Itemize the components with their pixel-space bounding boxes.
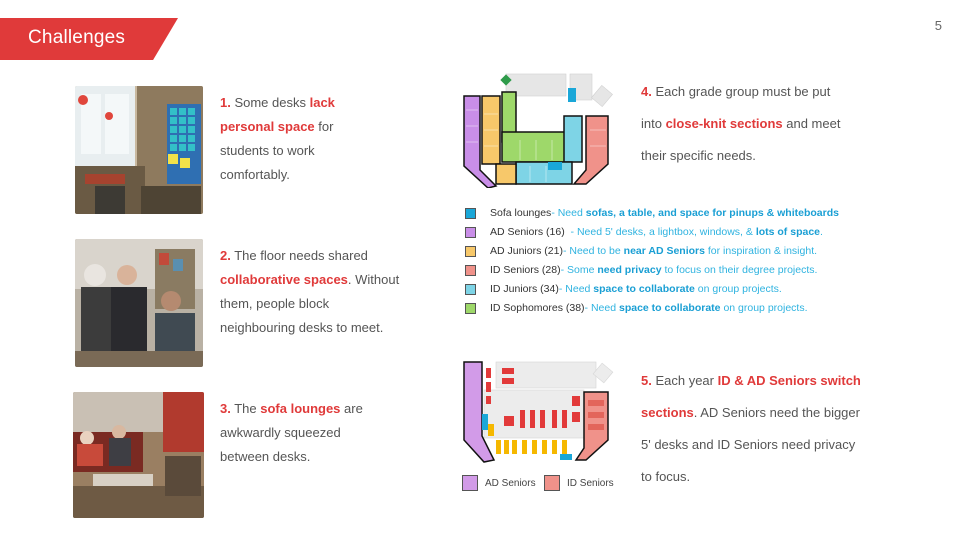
seniors-legend-ad: AD Seniors bbox=[462, 475, 536, 491]
legend-swatch bbox=[465, 208, 476, 219]
page-title: Challenges bbox=[28, 27, 126, 48]
title-banner bbox=[0, 18, 178, 60]
legend-swatch bbox=[465, 284, 476, 295]
floor-plan-seniors-switch bbox=[460, 356, 620, 464]
grade-group-legend: Sofa lounges - Need sofas, a table, and … bbox=[465, 204, 839, 318]
legend-swatch bbox=[465, 246, 476, 257]
legend-row-sofa-lounges: Sofa lounges - Need sofas, a table, and … bbox=[465, 204, 839, 223]
challenge-1-text: 1. Some desks lack personal space for st… bbox=[220, 95, 335, 182]
page-number: 5 bbox=[934, 18, 942, 33]
challenge-4-text: 4. Each grade group must be put into clo… bbox=[641, 84, 841, 163]
challenge-5-text: 5. Each year ID & AD Seniors switch sect… bbox=[641, 373, 861, 484]
legend-swatch bbox=[462, 475, 478, 491]
legend-row-id-seniors: ID Seniors (28) - Some need privacy to f… bbox=[465, 261, 839, 280]
legend-row-id-sophomores: ID Sophomores (38) - Need space to colla… bbox=[465, 299, 839, 318]
legend-swatch bbox=[465, 303, 476, 314]
legend-swatch bbox=[544, 475, 560, 491]
legend-swatch bbox=[465, 265, 476, 276]
challenge-2-text: 2. The floor needs shared collaborative … bbox=[220, 248, 400, 335]
seniors-legend-id: ID Seniors bbox=[544, 475, 614, 491]
photo-sofa-lounge bbox=[73, 392, 204, 518]
challenge-3-text: 3. The sofa lounges are awkwardly squeez… bbox=[220, 401, 363, 464]
legend-row-ad-juniors: AD Juniors (21) - Need to be near AD Sen… bbox=[465, 242, 839, 261]
legend-swatch bbox=[465, 227, 476, 238]
floor-plan-grade-groups bbox=[460, 70, 620, 189]
photo-people-meeting bbox=[75, 239, 203, 367]
photo-studio-desks bbox=[75, 86, 203, 214]
legend-row-id-juniors: ID Juniors (34) - Need space to collabor… bbox=[465, 280, 839, 299]
legend-row-ad-seniors: AD Seniors (16) - Need 5' desks, a light… bbox=[465, 223, 839, 242]
